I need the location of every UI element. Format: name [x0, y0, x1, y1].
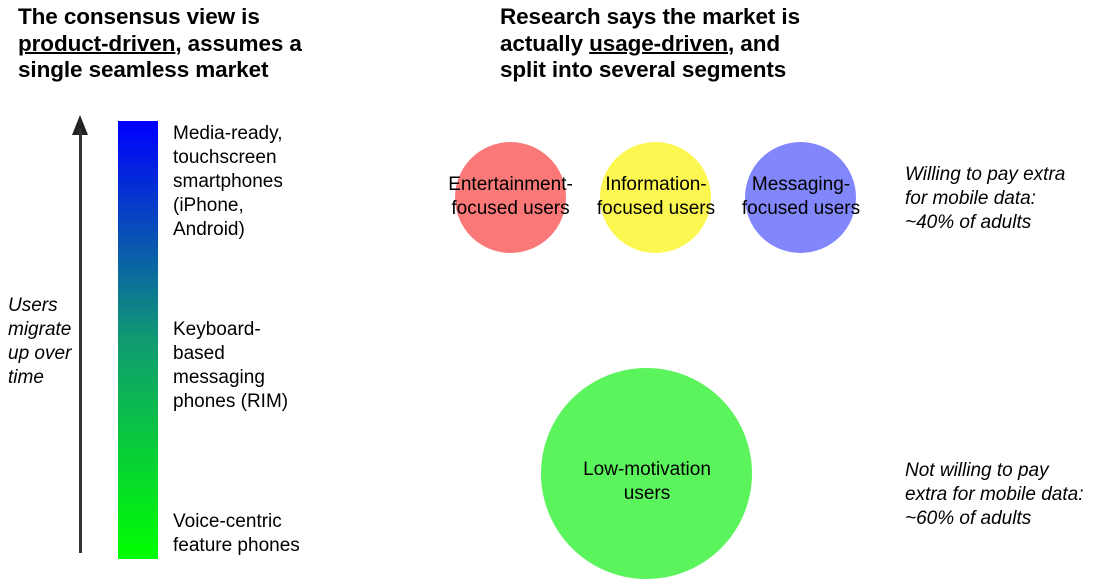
- right-title-line-2-rest: , and: [728, 30, 781, 56]
- annotation-willing-to-pay: Willing to pay extra for mobile data: ~4…: [905, 164, 1066, 233]
- segment-bubble-entertainment: [455, 142, 566, 253]
- left-title-line-1: The consensus view is: [18, 4, 260, 29]
- right-title-line-3: split into several segments: [500, 57, 787, 82]
- segment-bubble-information: [600, 142, 711, 253]
- right-title-line-2-pre: actually: [500, 30, 590, 56]
- left-title-line-3: single seamless market: [18, 57, 269, 82]
- arrow-head: [72, 115, 88, 135]
- user-migration-note: Users migrate up over time: [8, 295, 72, 388]
- tier-label-feature-phones: Voice-centric feature phones: [173, 511, 300, 556]
- left-title-emphasis: product-driven: [18, 30, 176, 56]
- right-title-line-1: Research says the market is: [500, 4, 800, 29]
- up-arrow-icon: [66, 115, 96, 557]
- left-title-line-2-rest: , assumes a: [175, 30, 302, 56]
- segment-bubble-low-motivation: [541, 368, 752, 579]
- annotation-not-willing-to-pay: Not willing to pay extra for mobile data…: [905, 460, 1084, 529]
- tier-label-messaging-phones: Keyboard- based messaging phones (RIM): [173, 319, 289, 412]
- tier-label-smartphones: Media-ready, touchscreen smartphones (iP…: [173, 123, 283, 240]
- arrow-shaft: [79, 129, 82, 553]
- segment-bubble-messaging: [745, 142, 856, 253]
- device-tier-gradient-bar: [118, 121, 158, 559]
- right-title-emphasis: usage-driven: [589, 30, 728, 56]
